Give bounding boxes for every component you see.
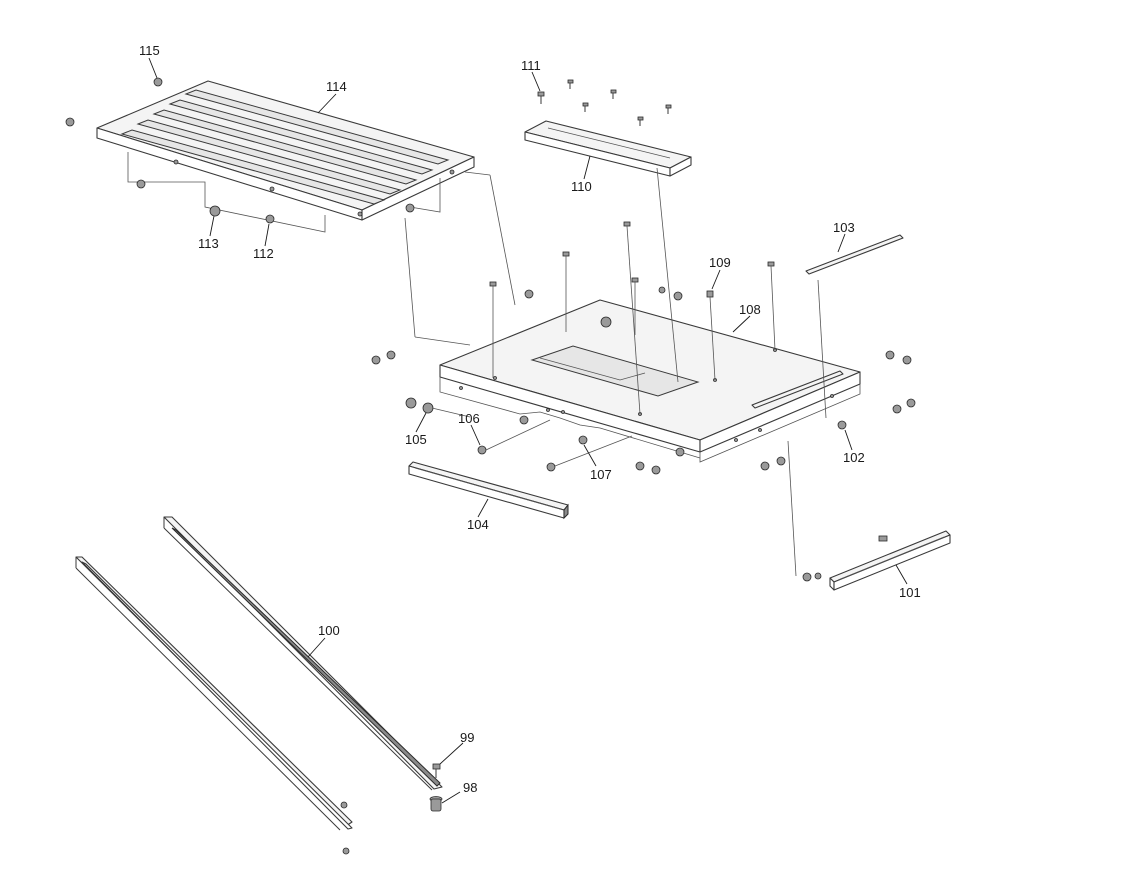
part-108-fasteners: [371, 221, 916, 475]
part-107-nut: [578, 435, 588, 445]
part-104-rail: [408, 461, 569, 520]
part-115-nut: [153, 77, 163, 87]
part-112-nut: [265, 214, 275, 224]
leader-lines: [148, 57, 908, 804]
alignment-lines: [404, 167, 827, 577]
part-101-rail: [802, 530, 951, 591]
part-99-screw: [432, 763, 441, 778]
callout-98: 98: [463, 780, 477, 795]
part-102-nut: [837, 420, 847, 430]
callout-114: 114: [326, 79, 347, 94]
callout-110: 110: [571, 179, 592, 194]
part-110-bracket: [524, 120, 692, 177]
part-109-screw: [706, 290, 714, 298]
part-108-main-table: [439, 299, 861, 463]
callout-99: 99: [460, 730, 474, 745]
part-98-foot: [429, 796, 443, 812]
part-113-nut: [209, 205, 221, 217]
callout-103: 103: [833, 220, 855, 235]
callout-105: 105: [405, 432, 427, 447]
callout-112: 112: [253, 246, 274, 261]
callout-115: 115: [139, 43, 160, 58]
callout-111: 111: [521, 58, 541, 73]
callout-113: 113: [198, 236, 219, 251]
callout-104: 104: [467, 517, 489, 532]
part-103-strip: [805, 234, 904, 275]
part-114-extension-table: [96, 80, 475, 233]
part-106-bolt: [477, 445, 487, 455]
callout-107: 107: [590, 467, 612, 482]
callout-labels: 115 114 113 112 111 110 109 108 107 106 …: [139, 43, 921, 795]
part-100-legs: [75, 516, 443, 855]
part-105-nut: [405, 397, 417, 409]
callout-109: 109: [709, 255, 731, 270]
callout-100: 100: [318, 623, 340, 638]
callout-101: 101: [899, 585, 921, 600]
callout-106: 106: [458, 411, 480, 426]
callout-108: 108: [739, 302, 761, 317]
callout-102: 102: [843, 450, 865, 465]
part-111-screws: [537, 79, 672, 126]
